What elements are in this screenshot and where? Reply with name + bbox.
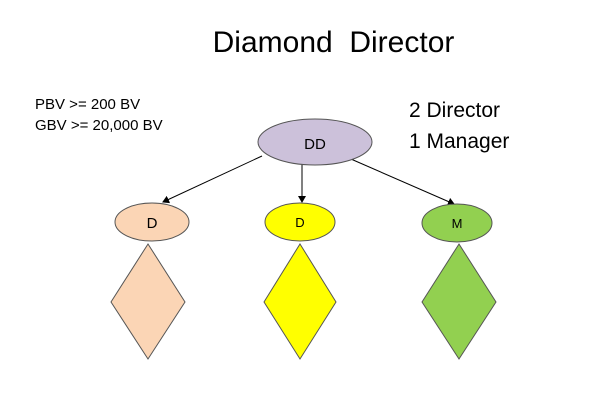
left-node-label: D xyxy=(147,215,158,232)
root-node-label: DD xyxy=(304,136,326,153)
right-node-label: M xyxy=(452,216,463,231)
right-node xyxy=(421,203,493,243)
gbv-requirement: GBV >= 20,000 BV xyxy=(35,117,163,134)
right-diamond xyxy=(421,243,497,360)
middle-node xyxy=(264,202,336,242)
director-count: 2 Director xyxy=(409,99,501,122)
connector-right xyxy=(343,155,455,206)
root-node xyxy=(257,118,373,166)
middle-node-label: D xyxy=(295,215,304,230)
manager-count: 1 Manager xyxy=(409,130,510,153)
pbv-requirement: PBV >= 200 BV xyxy=(35,96,141,113)
left-node xyxy=(114,202,190,242)
connector-left xyxy=(162,155,263,204)
left-diamond xyxy=(110,243,186,360)
middle-diamond xyxy=(263,243,337,360)
slide-title: Diamond Director xyxy=(212,26,455,59)
